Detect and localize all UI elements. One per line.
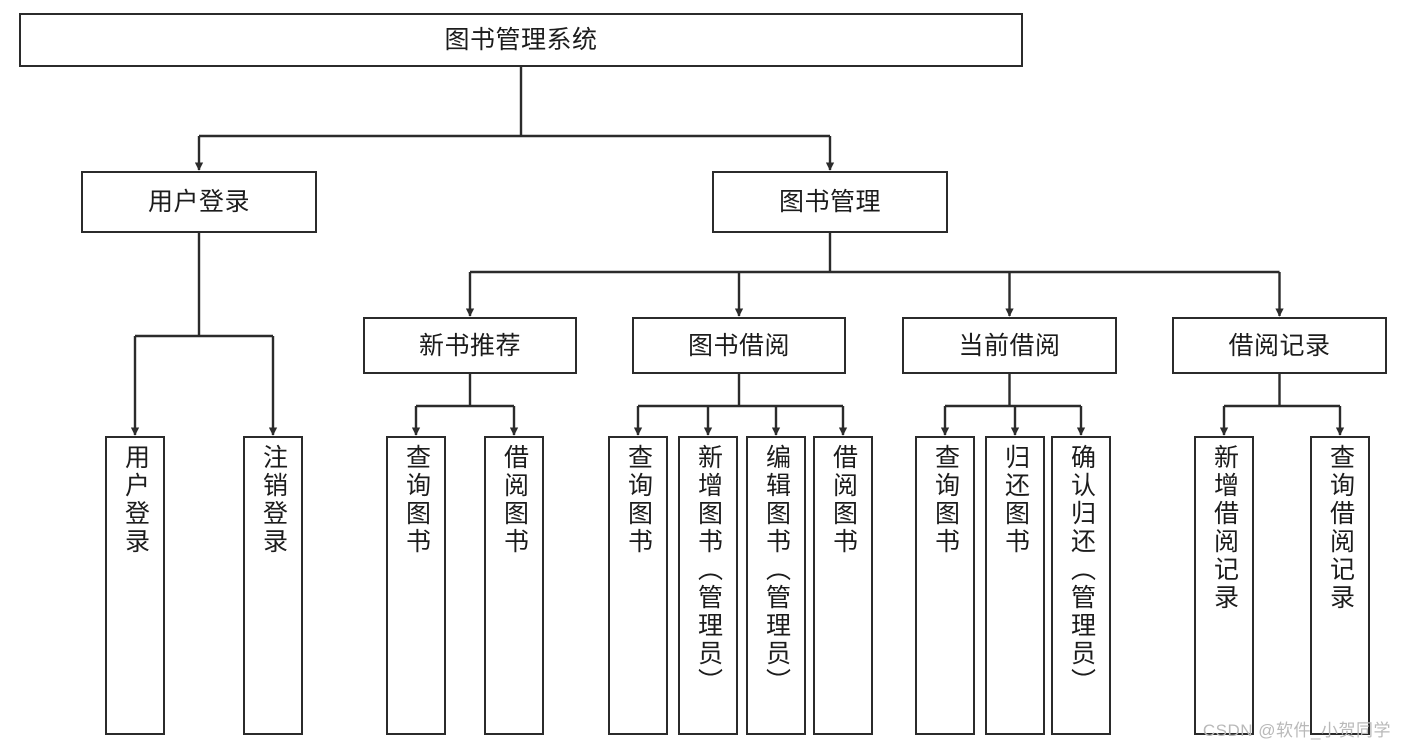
node-leaf_confirm[interactable]: 确认归还（管理员） xyxy=(1051,436,1111,735)
node-label: 查询图书 xyxy=(931,444,960,556)
connector-lines xyxy=(130,67,1345,436)
node-borrow_record[interactable]: 借阅记录 xyxy=(1172,317,1387,374)
node-leaf_add_book[interactable]: 新增图书（管理员） xyxy=(678,436,738,735)
node-label: 借阅图书 xyxy=(500,444,529,556)
node-leaf_borrow_b2[interactable]: 借阅图书 xyxy=(813,436,873,735)
node-label: 用户登录 xyxy=(147,188,250,216)
node-label: 借阅图书 xyxy=(829,444,858,556)
node-label: 查询图书 xyxy=(402,444,431,556)
node-label: 图书借阅 xyxy=(687,331,790,360)
node-label: 借阅记录 xyxy=(1228,331,1331,360)
node-leaf_add_rec[interactable]: 新增借阅记录 xyxy=(1194,436,1254,735)
node-label: 图书管理 xyxy=(778,188,881,216)
node-label: 编辑图书（管理员） xyxy=(762,444,791,696)
node-leaf_return[interactable]: 归还图书 xyxy=(985,436,1045,735)
node-leaf_logout[interactable]: 注销登录 xyxy=(243,436,303,735)
node-label: 新书推荐 xyxy=(418,331,521,360)
node-current_borrow[interactable]: 当前借阅 xyxy=(902,317,1117,374)
node-label: 注销登录 xyxy=(259,444,288,556)
node-leaf_user_login[interactable]: 用户登录 xyxy=(105,436,165,735)
node-label: 新增借阅记录 xyxy=(1210,444,1239,612)
node-leaf_borrow_b1[interactable]: 借阅图书 xyxy=(484,436,544,735)
node-leaf_edit_book[interactable]: 编辑图书（管理员） xyxy=(746,436,806,735)
node-label: 确认归还（管理员） xyxy=(1067,444,1096,696)
watermark: CSDN @软件_小贺同学 xyxy=(1202,721,1391,740)
node-label: 新增图书（管理员） xyxy=(694,444,723,696)
node-label: 查询图书 xyxy=(624,444,653,556)
node-label: 查询借阅记录 xyxy=(1326,444,1355,612)
node-new_book_rec[interactable]: 新书推荐 xyxy=(363,317,577,374)
node-label: 图书管理系统 xyxy=(444,26,598,54)
node-label: 用户登录 xyxy=(121,444,150,556)
node-root[interactable]: 图书管理系统 xyxy=(19,13,1023,67)
node-leaf_query_b3[interactable]: 查询图书 xyxy=(915,436,975,735)
node-leaf_query_rec[interactable]: 查询借阅记录 xyxy=(1310,436,1370,735)
node-user_login[interactable]: 用户登录 xyxy=(81,171,317,233)
node-book_manage[interactable]: 图书管理 xyxy=(712,171,948,233)
node-label: 归还图书 xyxy=(1001,444,1030,556)
node-leaf_query_b1[interactable]: 查询图书 xyxy=(386,436,446,735)
node-book_borrow[interactable]: 图书借阅 xyxy=(632,317,846,374)
node-label: 当前借阅 xyxy=(958,331,1061,360)
node-leaf_query_b2[interactable]: 查询图书 xyxy=(608,436,668,735)
